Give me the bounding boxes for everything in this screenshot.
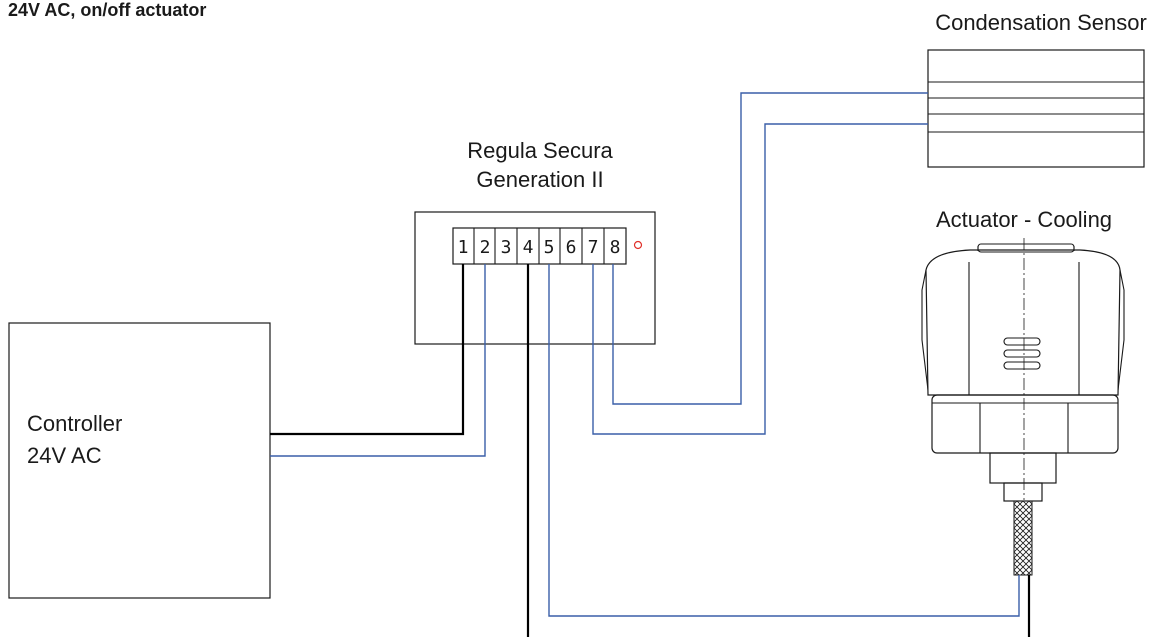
terminal-6-label: 6: [566, 237, 577, 258]
wire-terminal-7-sensor: [592, 123, 928, 435]
terminal-1-label: 1: [458, 237, 469, 258]
diagram-heading: 24V AC, on/off actuator: [8, 0, 206, 20]
regulator-label-line1: Regula Secura: [467, 138, 613, 163]
actuator-body: [921, 238, 1125, 576]
controller-label-line2: 24V AC: [27, 443, 102, 468]
condensation-sensor: [927, 49, 1145, 168]
controller-label-line1: Controller: [27, 411, 122, 436]
sensor-label: Condensation Sensor: [935, 10, 1147, 35]
terminal-4-label: 4: [523, 237, 534, 258]
wire-terminal-2-controller: [270, 264, 486, 457]
terminal-5-label: 5: [544, 237, 555, 258]
regulator-label-line2: Generation II: [476, 167, 603, 192]
controller-box: [8, 322, 271, 599]
wire-terminal-1-controller: [270, 264, 465, 436]
terminal-7-label: 7: [588, 237, 599, 258]
regulator-unit: [414, 211, 656, 345]
terminal-8-label: 8: [610, 237, 621, 258]
terminal-3-label: 3: [501, 237, 512, 258]
wire-terminal-5-actuator: [548, 264, 1020, 617]
terminal-2-label: 2: [480, 237, 491, 258]
status-led-icon: [633, 240, 643, 250]
actuator-label: Actuator - Cooling: [936, 207, 1112, 232]
wire-terminal-8-sensor: [612, 92, 928, 405]
